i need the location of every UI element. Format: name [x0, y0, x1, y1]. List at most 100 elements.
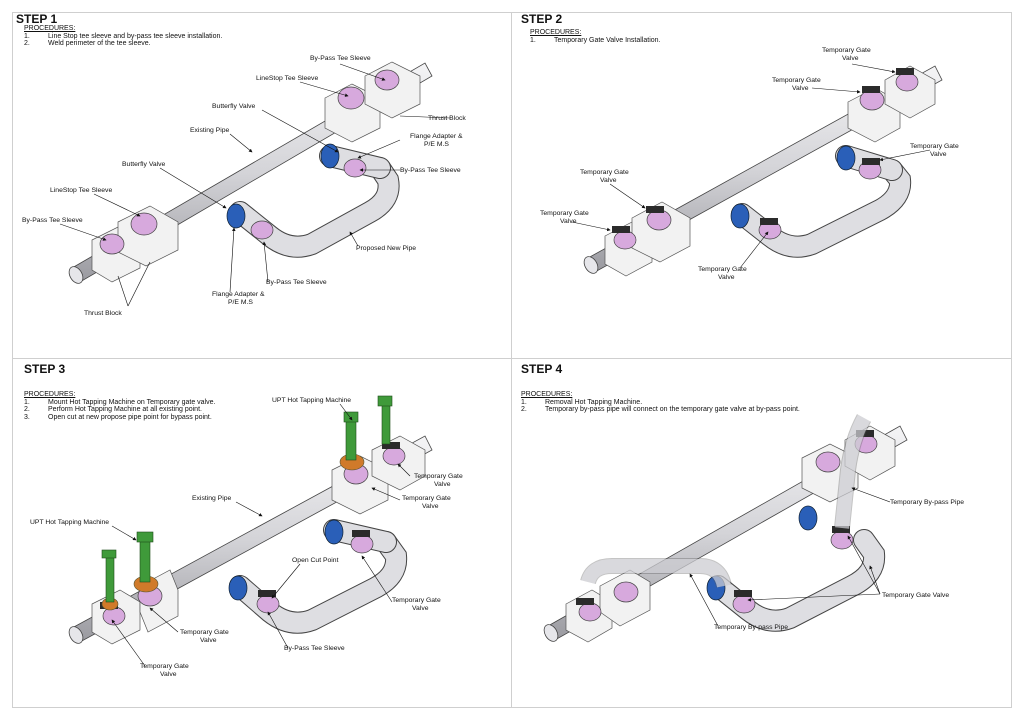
- label-temporary-gate-valve-2: Valve: [422, 503, 439, 510]
- label-flange-adapter: Flange Adapter &: [212, 291, 265, 298]
- tee-sleeve: [613, 230, 637, 250]
- label-bypass-tee-sleeve: By-Pass Tee Sleeve: [400, 167, 461, 174]
- flange-adapter: [730, 203, 750, 229]
- step-2-title: STEP 2: [521, 12, 563, 26]
- temporary-gate-valve: [352, 530, 370, 537]
- label-upt-hot-tapping-machine: UPT Hot Tapping Machine: [30, 519, 109, 526]
- proposed-new-pipe: [230, 158, 399, 257]
- procedure-item: 1. Mount Hot Tapping Machine on Temporary…: [24, 399, 215, 407]
- label-temporary-bypass-pipe: Temporary By-pass Pipe: [714, 624, 788, 631]
- step-1-procedures: PROCEDURES: 1.Line Stop tee sleeve and b…: [24, 25, 222, 48]
- pipe-end: [68, 626, 84, 644]
- step-2-diagram: Temporary Gate Valve Temporary Gate Valv…: [540, 47, 959, 281]
- temporary-gate-valve: [734, 590, 752, 597]
- label-bypass-tee-sleeve: By-Pass Tee Sleeve: [310, 55, 371, 62]
- proposed-new-pipe: [732, 160, 911, 257]
- label-temporary-gate-valve-2: Valve: [160, 671, 177, 678]
- procedure-item: 1. Temporary Gate Valve Installation.: [530, 37, 660, 45]
- label-temporary-gate-valve: Temporary Gate Valve: [882, 592, 949, 599]
- procedures-heading: PROCEDURES:: [24, 25, 76, 32]
- label-temporary-gate-valve-2: Valve: [600, 177, 617, 184]
- step-3-procedures: PROCEDURES: 1.Mount Hot Tapping Machine …: [24, 391, 215, 421]
- tee-sleeve: [374, 69, 400, 91]
- procedures-heading: PROCEDURES:: [530, 29, 582, 36]
- label-butterfly-valve: Butterfly Valve: [122, 161, 166, 168]
- procedure-text: Mount Hot Tapping Machine on Temporary g…: [48, 398, 216, 406]
- label-bypass-tee-sleeve: By-Pass Tee Sleeve: [266, 279, 327, 286]
- procedure-number: 1.: [24, 32, 30, 40]
- label-temporary-gate-valve: Temporary Gate: [580, 169, 629, 176]
- flange-adapter: [228, 575, 248, 601]
- tee-sleeve: [895, 72, 919, 92]
- tee-sleeve: [613, 581, 639, 603]
- label-temporary-gate-valve: Temporary Gate: [392, 597, 441, 604]
- label-temporary-gate-valve: Temporary Gate: [910, 143, 959, 150]
- label-temporary-gate-valve: Temporary Gate: [180, 629, 229, 636]
- label-butterfly-valve: Butterfly Valve: [212, 103, 256, 110]
- pipe-end: [68, 266, 84, 284]
- procedures-heading: PROCEDURES:: [521, 391, 573, 398]
- label-existing-pipe: Existing Pipe: [192, 495, 232, 502]
- tee-sleeve: [256, 594, 280, 614]
- label-temporary-gate-valve-2: Valve: [412, 605, 429, 612]
- flange-adapter: [226, 203, 246, 229]
- temporary-gate-valve: [576, 598, 594, 605]
- label-bypass-tee-sleeve: By-Pass Tee Sleeve: [284, 645, 345, 652]
- label-temporary-bypass-pipe: Temporary By-pass Pipe: [890, 499, 964, 506]
- tee-sleeve: [830, 530, 854, 550]
- label-temporary-gate-valve-2: Valve: [842, 55, 859, 62]
- temporary-gate-valve: [382, 442, 400, 449]
- tee-sleeve: [99, 233, 125, 255]
- label-thrust-block: Thrust Block: [84, 310, 122, 317]
- step-3-diagram: UPT Hot Tapping Machine Temporary Gate V…: [30, 395, 463, 678]
- temporary-gate-valve: [856, 430, 874, 437]
- procedure-item: 2. Perform Hot Tapping Machine at all exi…: [24, 406, 215, 414]
- label-temporary-gate-valve: Temporary Gate: [540, 210, 589, 217]
- pipe-end: [543, 624, 559, 642]
- tee-sleeve: [343, 158, 367, 178]
- procedure-number: 1.: [521, 398, 527, 406]
- label-linestop-tee-sleeve: LineStop Tee Sleeve: [256, 75, 318, 82]
- procedure-number: 3.: [24, 413, 30, 421]
- tee-sleeve: [815, 451, 841, 473]
- label-flange-adapter-2: P/E M.S: [424, 141, 449, 148]
- procedure-item: 2.Temporary by-pass pipe will connect on…: [521, 406, 800, 414]
- flange-adapter: [324, 519, 344, 545]
- step-1-diagram: By-Pass Tee Sleeve LineStop Tee Sleeve B…: [22, 55, 466, 317]
- procedure-text: Temporary Gate Valve Installation.: [554, 36, 661, 44]
- label-temporary-gate-valve: Temporary Gate: [402, 495, 451, 502]
- label-flange-adapter: Flange Adapter &: [410, 133, 463, 140]
- label-temporary-gate-valve: Temporary Gate: [140, 663, 189, 670]
- procedure-text: Temporary by-pass pipe will connect on t…: [545, 406, 800, 413]
- label-temporary-gate-valve-2: Valve: [718, 274, 735, 281]
- tee-sleeve: [250, 220, 274, 240]
- temporary-gate-valve: [258, 590, 276, 597]
- tee-sleeve: [350, 534, 374, 554]
- procedure-text: Open cut at new propose pipe point for b…: [48, 413, 212, 421]
- tee-sleeve: [578, 602, 602, 622]
- flange-adapter: [798, 505, 818, 531]
- step-4-procedures: PROCEDURES: 1.Removal Hot Tapping Machin…: [521, 391, 800, 414]
- procedure-number: 1.: [24, 398, 30, 406]
- step-4-title: STEP 4: [521, 362, 563, 376]
- temporary-bypass-pipe-inner: [835, 414, 871, 529]
- temporary-gate-valve: [862, 86, 880, 93]
- temporary-gate-valve: [612, 226, 630, 233]
- step-2-procedures: PROCEDURES: 1. Temporary Gate Valve Insta…: [530, 29, 660, 44]
- procedure-text: Perform Hot Tapping Machine at all exist…: [48, 406, 202, 413]
- procedure-number: 2.: [24, 40, 30, 47]
- tee-sleeve: [382, 446, 406, 466]
- procedure-number: 2.: [24, 406, 30, 413]
- temporary-gate-valve: [832, 526, 850, 533]
- label-linestop-tee-sleeve: LineStop Tee Sleeve: [50, 187, 112, 194]
- temporary-gate-valve: [862, 158, 880, 165]
- label-thrust-block: Thrust Block: [428, 115, 466, 122]
- thrust-block: [631, 201, 691, 263]
- proposed-new-pipe: [708, 530, 885, 631]
- procedure-number: 1.: [530, 36, 536, 44]
- temporary-gate-valve: [896, 68, 914, 75]
- label-temporary-gate-valve-2: Valve: [930, 151, 947, 158]
- procedure-item: 1.Removal Hot Tapping Machine.: [521, 399, 800, 407]
- procedure-text: Weld perimeter of the tee sleeve.: [48, 40, 151, 47]
